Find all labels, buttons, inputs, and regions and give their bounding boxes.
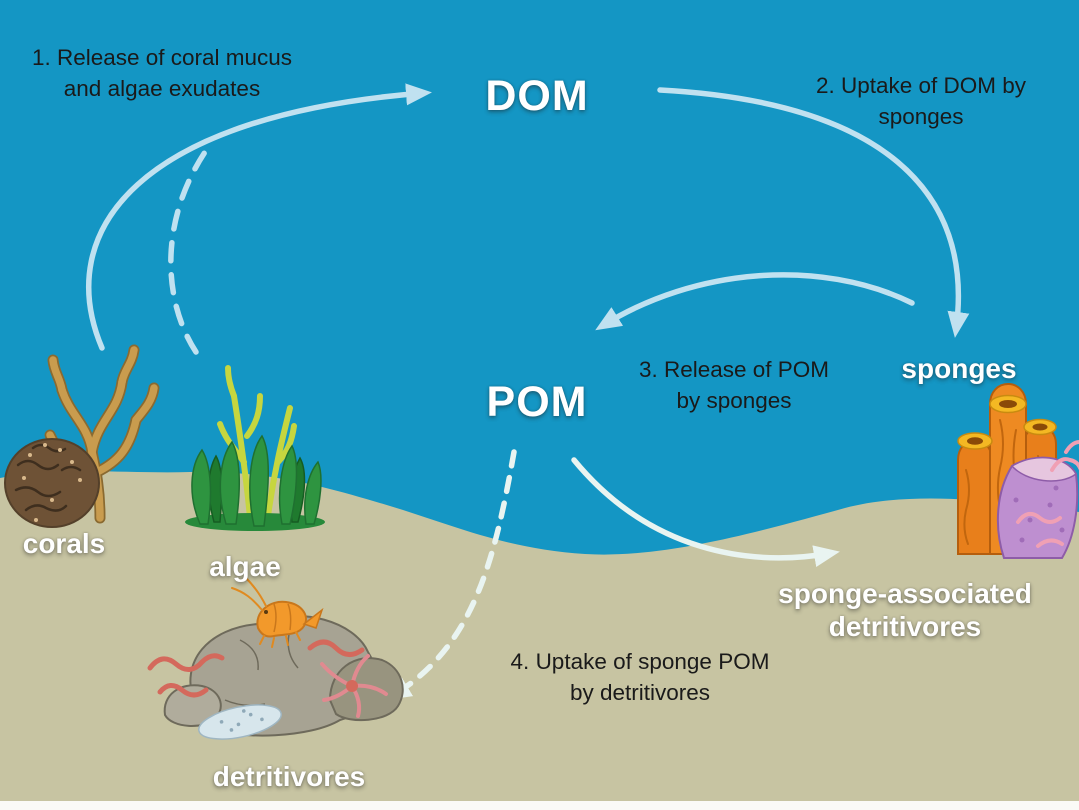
step3-annotation: 3. Release of POM by sponges <box>639 354 829 416</box>
sponge-associated-line1: sponge-associated <box>778 578 1032 609</box>
flatworm-icon <box>198 704 282 740</box>
pom-node-label: POM <box>486 378 588 426</box>
sponges-node-label: sponges <box>901 353 1017 384</box>
step3-line1: 3. Release of POM <box>638 357 830 382</box>
step4-line2: by detritivores <box>569 680 711 705</box>
step1-annotation: 1. Release of coral mucus and algae exud… <box>32 42 292 104</box>
shrimp-icon <box>231 577 324 648</box>
step3-line2: by sponges <box>676 388 792 413</box>
arrow-algae-branch-dashed <box>168 139 215 355</box>
step2-line1: 2. Uptake of DOM by <box>815 73 1027 98</box>
arrow-pom-to-sponge-detritivores <box>571 457 840 567</box>
sponge-associated-detritivores-label: sponge-associated detritivores <box>778 577 1032 643</box>
corals-node-label: corals <box>22 528 106 559</box>
arrow-dom-to-sponges <box>657 87 970 338</box>
yellow-algae-icon <box>217 365 297 521</box>
bottom-margin <box>0 801 1079 810</box>
detritivores-node-label: detritivores <box>212 761 366 792</box>
green-algae-icon <box>185 434 325 531</box>
step4-annotation: 4. Uptake of sponge POM by detritivores <box>511 646 770 708</box>
worms-icon <box>147 639 365 698</box>
step1-line1: 1. Release of coral mucus <box>31 45 293 70</box>
brittle-star-icon <box>320 654 388 718</box>
step4-line1: 4. Uptake of sponge POM <box>510 649 770 674</box>
sponge-associated-line2: detritivores <box>828 611 982 642</box>
arrow-pom-to-detritivores-dashed <box>385 449 517 701</box>
step1-line2: and algae exudates <box>63 76 261 101</box>
step2-annotation: 2. Uptake of DOM by sponges <box>816 70 1026 132</box>
step2-line2: sponges <box>878 104 964 129</box>
vase-sponge-icon <box>996 456 1079 559</box>
dom-node-label: DOM <box>485 72 589 120</box>
algae-node-label: algae <box>209 551 281 582</box>
arrow-corals-to-dom <box>86 83 432 351</box>
arrow-sponges-to-pom <box>595 272 915 331</box>
brain-coral-icon <box>4 438 100 528</box>
